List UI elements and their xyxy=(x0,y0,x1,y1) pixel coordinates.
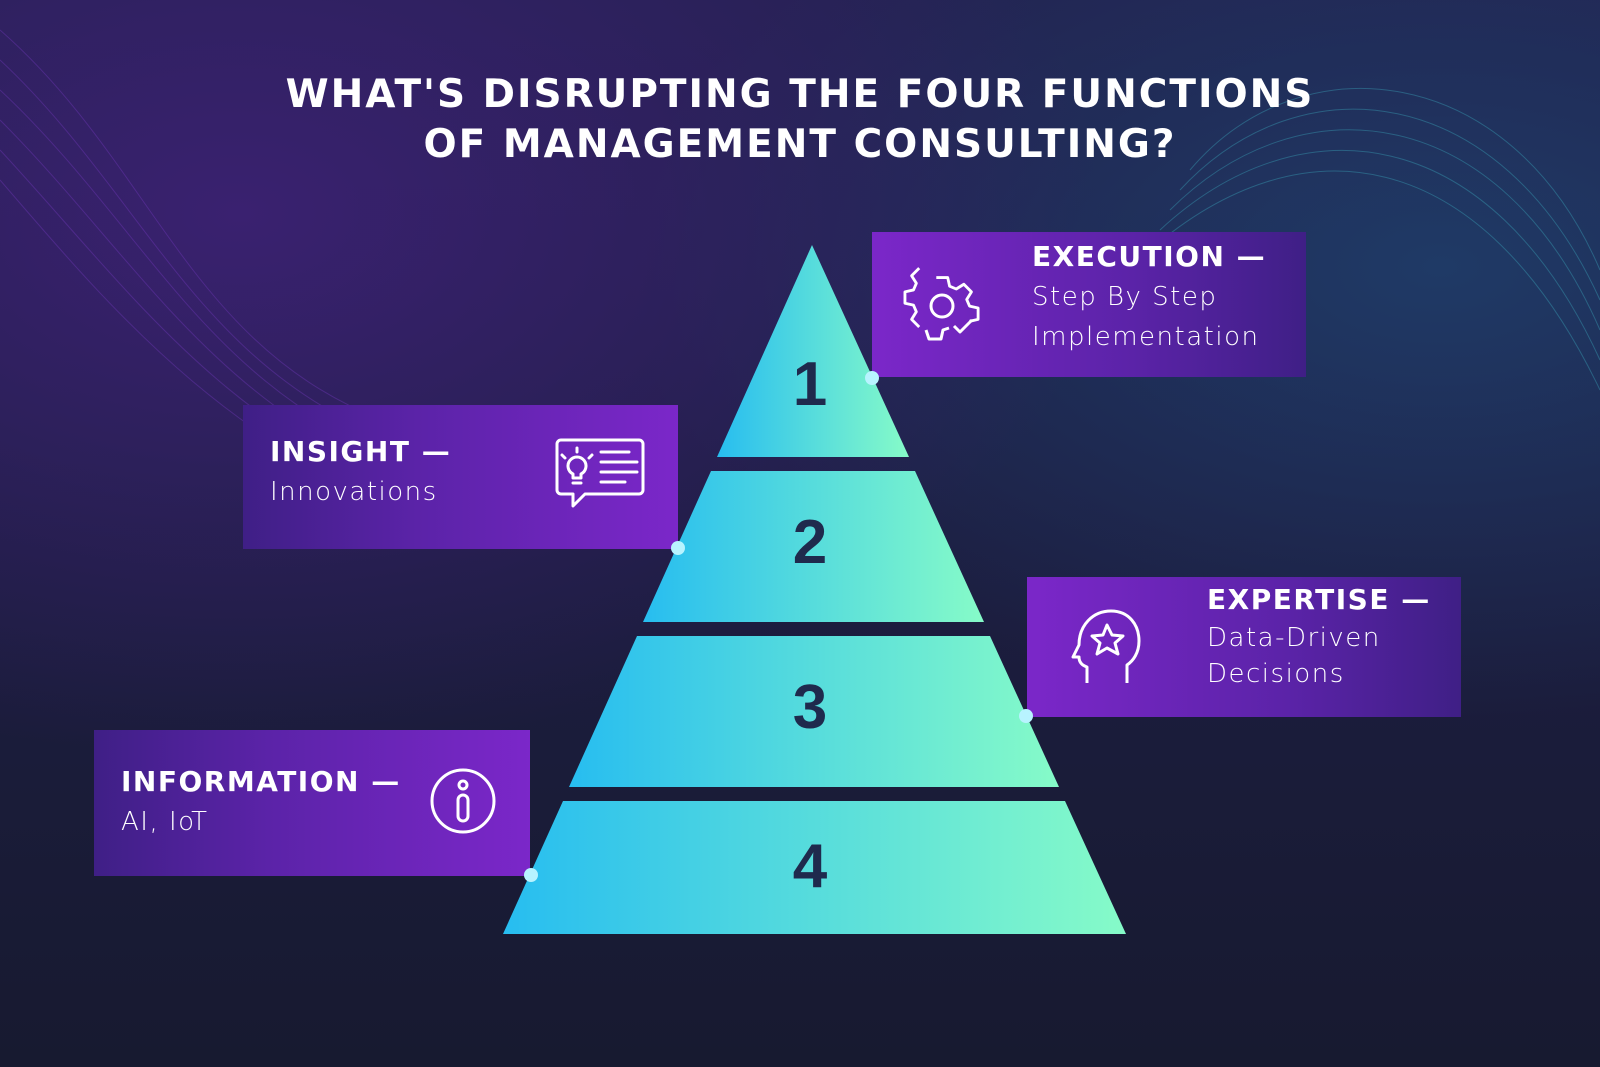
execution-line-1: Step By Step xyxy=(1032,282,1218,312)
title-line-1: WHAT'S DISRUPTING THE FOUR xyxy=(285,72,1027,117)
connector-dot-expertise xyxy=(1019,709,1033,723)
insight-heading: INSIGHT — xyxy=(270,435,452,468)
tier-number-4: 4 xyxy=(793,832,828,901)
tier-number-2: 2 xyxy=(793,508,827,577)
connector-dot-execution xyxy=(865,371,879,385)
title-line-2: OF MANAGEMENT CONSULTING? xyxy=(423,122,1177,167)
title-line-1b: FUNCTIONS xyxy=(1041,72,1315,117)
expertise-box: EXPERTISE — Data-Driven Decisions xyxy=(1027,577,1461,717)
insight-box: INSIGHT — Innovations xyxy=(243,405,678,549)
gear-check-icon xyxy=(903,267,980,341)
information-heading: INFORMATION — xyxy=(121,765,401,798)
head-star-icon xyxy=(1071,609,1141,683)
expertise-line-1: Data-Driven xyxy=(1207,623,1381,653)
information-box: INFORMATION — AI, IoT xyxy=(94,730,530,876)
tier-number-3: 3 xyxy=(793,673,827,742)
connector-dot-insight xyxy=(671,541,685,555)
connector-dot-information xyxy=(524,868,538,882)
tier-number-1: 1 xyxy=(793,350,827,419)
pyramid-tier-2 xyxy=(643,471,984,622)
execution-heading: EXECUTION — xyxy=(1032,240,1267,273)
expertise-heading: EXPERTISE — xyxy=(1207,583,1431,616)
lightbulb-speech-icon xyxy=(555,438,645,508)
info-icon xyxy=(430,768,496,834)
execution-box: EXECUTION — Step By Step Implementation xyxy=(872,232,1306,377)
information-line-1: AI, IoT xyxy=(121,807,209,837)
expertise-line-2: Decisions xyxy=(1207,659,1345,689)
pyramid-tier-1 xyxy=(717,245,909,457)
insight-line-1: Innovations xyxy=(270,477,438,507)
pyramid-tier-3 xyxy=(569,636,1059,787)
pyramid-tier-4 xyxy=(503,801,1126,934)
page-title: WHAT'S DISRUPTING THE FOUR FUNCTIONS OF … xyxy=(0,70,1600,170)
execution-line-2: Implementation xyxy=(1032,322,1260,352)
